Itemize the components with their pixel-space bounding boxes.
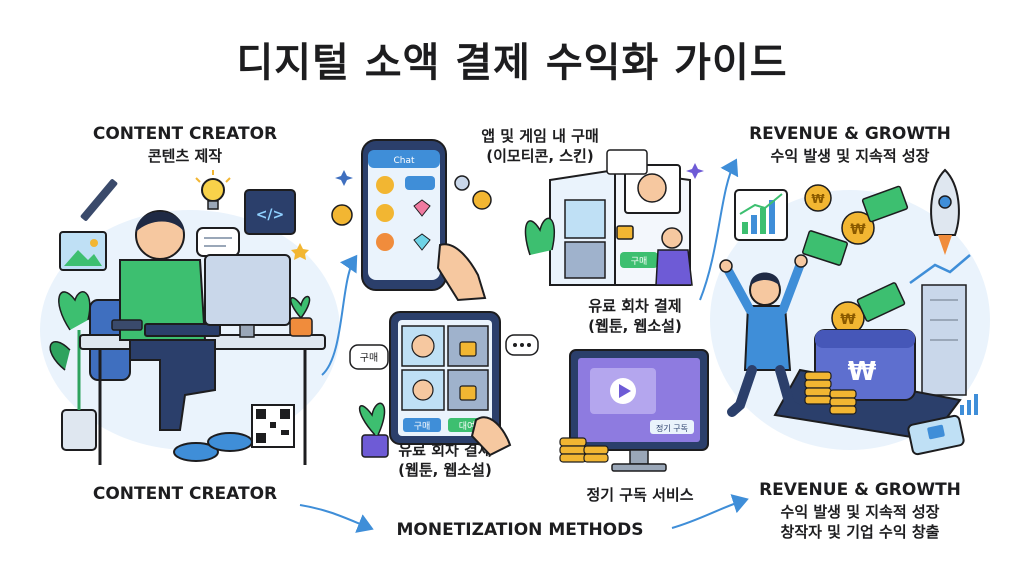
coin-icon: [472, 190, 492, 210]
in-app-purchase-label: 앱 및 게임 내 구매 (이모티콘, 스킨): [481, 127, 599, 165]
methods-footer: MONETIZATION METHODS: [396, 520, 644, 540]
lock-icon: [459, 341, 477, 357]
rocket-icon: [930, 168, 960, 255]
svg-text:</>: </>: [256, 207, 285, 223]
episode-pay-label-top: 유료 회차 결제 (웹툰, 웹소설): [588, 297, 682, 335]
tapping-hand: [470, 416, 512, 457]
cheering-person: [719, 254, 808, 417]
flow-arrow: [321, 254, 358, 376]
lightbulb-icon: [195, 170, 231, 210]
wallet-won: ₩: [848, 357, 877, 387]
buy-bubble-text: 구매: [360, 352, 378, 364]
subscribe-button: 정기 구독: [656, 423, 688, 433]
tablet-plant: [358, 402, 389, 458]
revenue-scene: ₩ ₩ ₩ ₩: [719, 168, 978, 456]
revenue-footer-line1: 수익 발생 및 지속적 성장: [780, 503, 940, 521]
bill-icon: [802, 230, 848, 266]
page-title: 디지털 소액 결제 수익화 가이드: [236, 40, 788, 86]
revenue-footer-line2: 창작자 및 기업 수익 창출: [780, 523, 940, 541]
tablet-buy-button: 구매: [414, 421, 431, 432]
webtoon-book: 구매: [549, 149, 693, 286]
flow-arrow: [699, 158, 739, 301]
coin-icon: [331, 204, 353, 226]
tablet-rent-button: 대여: [459, 420, 476, 432]
creator-footer: CONTENT CREATOR: [92, 484, 278, 504]
bill-icon: [856, 282, 906, 322]
flow-arrow: [299, 504, 374, 533]
creator-monitor: [204, 254, 291, 338]
won-coin: ₩: [840, 312, 856, 328]
revenue-heading: REVENUE & GROWTH: [749, 124, 951, 144]
lock-icon: [459, 385, 477, 401]
flow-arrow: [671, 494, 749, 529]
emoji-icon: [376, 176, 394, 194]
tapping-hand: [436, 243, 487, 302]
desk-plant: [289, 295, 313, 337]
webtoon-tablet: 구매 대여: [389, 311, 501, 445]
code-window-icon: </>: [244, 189, 296, 235]
chat-bubble-icon: [196, 227, 240, 257]
won-coin: ₩: [811, 192, 825, 206]
creator-scene: </>: [49, 170, 326, 465]
drawing-tablet: [144, 323, 221, 337]
plant-left: [49, 291, 97, 451]
sparkle-icon: [686, 163, 704, 179]
lock-icon: [616, 225, 634, 240]
emoji-icon: [376, 233, 394, 251]
sparkle-icon: [335, 170, 353, 186]
bill-icon: [861, 185, 909, 223]
star-icon: [291, 243, 309, 260]
phone-chat-title: Chat: [393, 156, 415, 166]
book-buy-button: 구매: [631, 256, 648, 267]
revenue-coin-stack: [804, 371, 857, 415]
growth-chart-icon: [734, 189, 788, 241]
subscription-label: 정기 구독 서비스: [586, 486, 694, 504]
trend-line: [909, 254, 971, 285]
chat-message: [405, 176, 435, 190]
gem-icon: [413, 233, 431, 251]
creator-subheading: 콘텐츠 제작: [147, 147, 223, 165]
creator-heading: CONTENT CREATOR: [92, 124, 278, 144]
coin-icon: [454, 175, 470, 191]
buy-bubble: [349, 344, 389, 370]
phone-in-app: Chat: [361, 139, 447, 291]
coin-stack: [559, 437, 609, 463]
subscription-monitor: 정기 구독: [569, 349, 709, 472]
qr-code-icon: [251, 404, 295, 448]
emoji-icon: [376, 204, 394, 222]
revenue-footer-heading: REVENUE & GROWTH: [759, 480, 961, 500]
card-phone-icon: [907, 414, 965, 456]
plant-leaves: [524, 217, 556, 256]
play-icon: [619, 384, 631, 398]
phone-on-desk: [111, 319, 143, 331]
gem-icon: [413, 199, 431, 217]
won-coin: ₩: [850, 222, 866, 238]
image-icon: [59, 231, 107, 271]
pencil-icon: [80, 179, 118, 221]
wallet-icon: ₩: [814, 329, 916, 401]
revenue-subheading: 수익 발생 및 지속적 성장: [770, 147, 930, 165]
